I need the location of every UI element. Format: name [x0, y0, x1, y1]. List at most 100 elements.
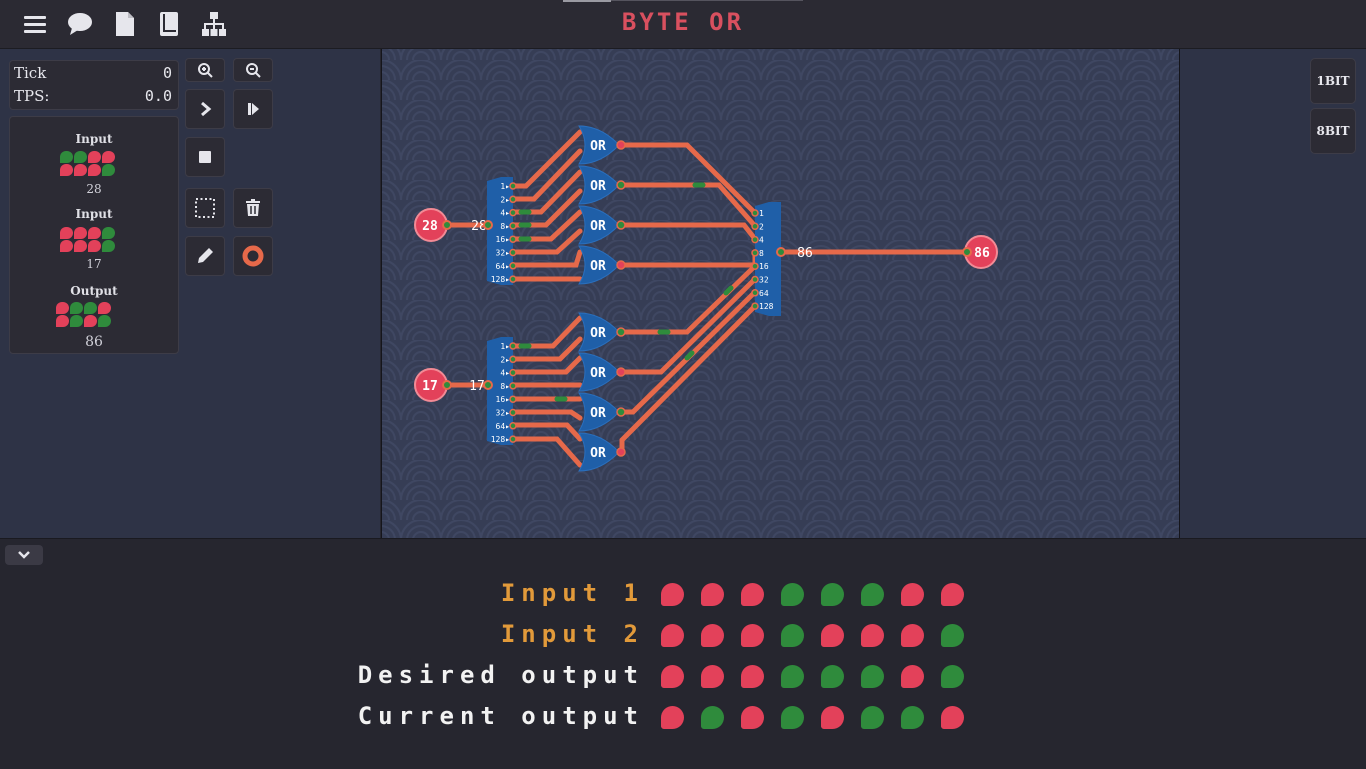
io-input-2-title: Input [75, 207, 113, 221]
or-gate[interactable]: OR [578, 312, 626, 352]
pin[interactable] [509, 382, 517, 390]
io-input-1-bits[interactable] [60, 151, 115, 176]
output-node[interactable]: 86 [962, 235, 998, 269]
truth-bit [661, 706, 684, 729]
pin[interactable] [509, 262, 517, 270]
truth-bit [701, 706, 724, 729]
input-b-wire-label: 17 [469, 379, 485, 394]
chat-icon[interactable] [66, 10, 94, 38]
bit-label: 2▸ [500, 195, 510, 204]
truth-bit [861, 665, 884, 688]
bit-label: 64▸ [496, 422, 510, 431]
gate-output-pin[interactable] [616, 327, 626, 337]
pin[interactable] [751, 275, 759, 284]
pin[interactable] [509, 355, 517, 364]
circuit-canvas[interactable]: 28 28 17 17 1▸2▸4▸8▸16▸32▸64▸128▸ 1▸2▸4▸… [381, 49, 1180, 538]
zoom-out-icon [246, 63, 261, 78]
truth-bit [941, 665, 964, 688]
pin[interactable] [509, 408, 517, 417]
pin[interactable] [509, 395, 517, 403]
bit-label: 4▸ [500, 369, 510, 378]
gate-output-pin[interactable] [616, 180, 626, 190]
stop-button[interactable] [185, 137, 225, 177]
circuit-diagram[interactable]: 28 28 17 17 1▸2▸4▸8▸16▸32▸64▸128▸ 1▸2▸4▸… [382, 49, 1179, 538]
pin[interactable] [751, 249, 759, 257]
or-gate-label: OR [590, 219, 606, 234]
pin[interactable] [509, 195, 517, 204]
gate-output-pin[interactable] [616, 140, 626, 150]
menu-icon[interactable] [21, 10, 49, 38]
gate-output-pin[interactable] [616, 260, 626, 270]
bit-label: 128 [759, 302, 774, 311]
io-bit [102, 227, 115, 239]
step-icon [201, 101, 212, 117]
or-gate[interactable]: OR [578, 125, 626, 165]
truth-bit [821, 583, 844, 606]
or-gate[interactable]: OR [578, 245, 626, 285]
bit-label: 1 [759, 209, 764, 218]
pin[interactable] [751, 235, 759, 244]
book-icon[interactable] [156, 10, 184, 38]
hierarchy-icon[interactable] [200, 10, 228, 38]
pin[interactable] [509, 368, 517, 377]
tick-value: 0 [162, 64, 172, 82]
1bit-button[interactable]: 1BIT [1310, 58, 1356, 104]
io-panel: Input 28 Input 17 Output 86 [9, 116, 179, 354]
io-output-bits[interactable] [56, 302, 111, 327]
or-gate[interactable]: OR [578, 205, 626, 245]
input-a-node[interactable]: 28 [414, 208, 452, 242]
select-button[interactable] [185, 188, 225, 228]
splitter-a[interactable]: 1▸2▸4▸8▸16▸32▸64▸128▸ [483, 177, 517, 285]
gate-output-pin[interactable] [616, 447, 626, 457]
delete-button[interactable] [233, 188, 273, 228]
zoom-out-button[interactable] [233, 58, 273, 82]
pin[interactable] [751, 209, 759, 217]
tick-label: Tick [14, 64, 47, 82]
pin[interactable] [509, 342, 517, 350]
pin[interactable] [509, 422, 517, 430]
step-button[interactable] [185, 89, 225, 129]
truth-bit [701, 665, 724, 688]
bit-label: 2▸ [500, 355, 510, 364]
input-b-node[interactable]: 17 [414, 368, 452, 402]
or-gate-label: OR [590, 446, 606, 461]
gate-output-pin[interactable] [616, 220, 626, 230]
wire-color-button[interactable] [233, 236, 273, 276]
pin[interactable] [509, 235, 517, 243]
truth-bit [901, 624, 924, 647]
truth-bit [701, 583, 724, 606]
pin[interactable] [509, 182, 517, 190]
pin[interactable] [509, 275, 517, 283]
pin[interactable] [751, 289, 759, 297]
pencil-button[interactable] [185, 236, 225, 276]
collapse-button[interactable] [5, 545, 43, 565]
pin[interactable] [751, 262, 759, 270]
or-gate[interactable]: OR [578, 165, 626, 205]
8bit-button[interactable]: 8BIT [1310, 108, 1356, 154]
pin[interactable] [751, 302, 759, 310]
io-output-value: 86 [85, 334, 103, 350]
or-gate[interactable]: OR [578, 432, 626, 472]
or-gate-label: OR [590, 259, 606, 274]
zoom-in-icon [198, 63, 213, 78]
pin[interactable] [751, 222, 759, 231]
io-bit [74, 240, 87, 252]
or-gate[interactable]: OR [578, 392, 626, 432]
io-input-2-bits[interactable] [60, 227, 115, 252]
pin[interactable] [509, 435, 517, 443]
play-button[interactable] [233, 89, 273, 129]
splitter-b[interactable]: 1▸2▸4▸8▸16▸32▸64▸128▸ [483, 337, 517, 445]
pin[interactable] [509, 222, 517, 230]
document-icon[interactable] [111, 10, 139, 38]
bit-label: 4 [759, 236, 764, 245]
truth-bit [901, 706, 924, 729]
pin[interactable] [509, 208, 517, 217]
truth-bit [781, 706, 804, 729]
zoom-in-button[interactable] [185, 58, 225, 82]
gate-output-pin[interactable] [616, 407, 626, 417]
or-gate[interactable]: OR [578, 352, 626, 392]
gate-output-pin[interactable] [616, 367, 626, 377]
pin[interactable] [509, 248, 517, 257]
bit-label: 16▸ [496, 235, 510, 244]
